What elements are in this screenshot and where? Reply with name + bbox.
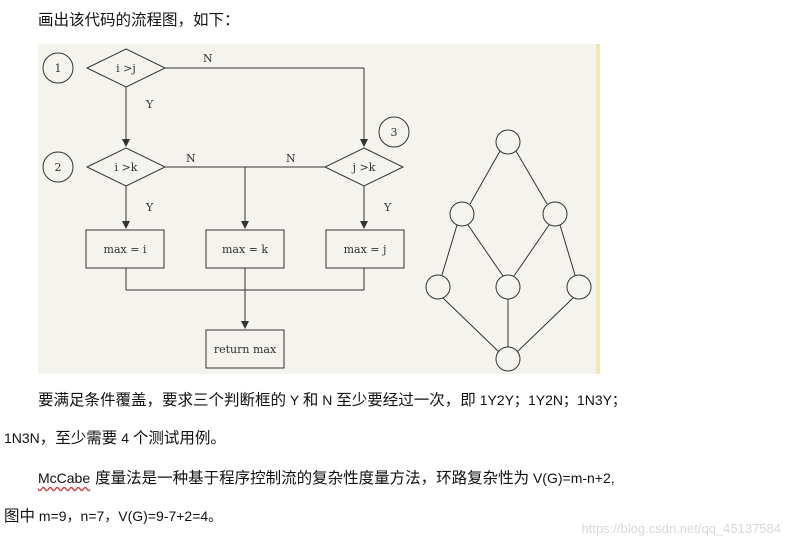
text-span: 1Y2Y；1Y2N；1N3Y； xyxy=(475,392,626,408)
graph-node-3 xyxy=(542,201,568,227)
return-box xyxy=(205,329,285,369)
text-span: 4 xyxy=(117,430,133,446)
graph-edge xyxy=(441,224,458,276)
edge-label-n-top: N xyxy=(203,52,213,65)
text-span: N xyxy=(318,392,337,408)
graph-node-7 xyxy=(495,346,521,372)
text-span: 至少要经过一次，即 xyxy=(336,391,476,409)
node-circle-1 xyxy=(42,52,74,84)
circle-label-3: 3 xyxy=(391,126,398,139)
box-label-2: max = k xyxy=(222,243,268,256)
circle-label-2: 2 xyxy=(55,161,62,174)
edge-label-n-2: N xyxy=(186,152,196,165)
figure-edge xyxy=(596,44,600,374)
text-span: m=9，n=7，V(G)=9-7+2=4。 xyxy=(35,508,223,524)
node-circle-3 xyxy=(378,116,410,148)
process-box-3 xyxy=(325,229,405,269)
graph-node-4 xyxy=(425,274,451,300)
graph-edge xyxy=(515,150,548,205)
text-span: 个测试用例。 xyxy=(132,429,226,447)
graph-node-1 xyxy=(495,129,521,155)
node-circle-2 xyxy=(42,151,74,183)
graph-node-5 xyxy=(495,274,521,300)
paragraph-2: McCabe 度量法是一种基于程序控制流的复杂性度量方法，环路复杂性为 V(G)… xyxy=(38,468,615,488)
box-label-1: max = i xyxy=(104,243,147,256)
edge-label-y-2: Y xyxy=(145,201,154,214)
text-span: 和 xyxy=(302,391,319,409)
graph-edge xyxy=(559,224,576,276)
text-span: 1N3N xyxy=(4,430,40,446)
text-span: 图中 xyxy=(4,507,36,525)
process-box-1 xyxy=(85,229,165,269)
text-span: ，至少需要 xyxy=(39,429,118,447)
paragraph-1-line-2: 1N3N，至少需要 4 个测试用例。 xyxy=(4,428,226,448)
graph-node-2 xyxy=(449,201,475,227)
graph-edge xyxy=(469,150,501,205)
graph-edge xyxy=(516,297,574,353)
graph-edge xyxy=(442,297,500,353)
edge-label-n-3: N xyxy=(286,152,296,165)
text-span: V(G)=m-n+2, xyxy=(529,470,615,486)
edge-label-y-1: Y xyxy=(145,98,154,111)
text-span: 要满足条件覆盖，要求三个判断框的 xyxy=(38,391,287,409)
edge-label-y-3: Y xyxy=(383,201,392,214)
text-span: McCabe xyxy=(38,470,91,486)
paragraph-1-line-1: 要满足条件覆盖，要求三个判断框的 Y 和 N 至少要经过一次，即 1Y2Y；1Y… xyxy=(38,390,626,410)
return-label: return max xyxy=(214,343,277,356)
decision-label-3: j >k xyxy=(351,161,376,174)
paragraph-3: 图中 m=9，n=7，V(G)=9-7+2=4。 xyxy=(4,506,222,526)
flowchart-svg: 1 2 3 i >j i >k j >k max = i max = k max… xyxy=(42,48,592,372)
graph-node-6 xyxy=(566,274,592,300)
flowchart-figure: 1 2 3 i >j i >k j >k max = i max = k max… xyxy=(38,44,600,374)
box-label-3: max = j xyxy=(344,243,387,256)
graph-edge xyxy=(513,224,550,277)
text-span: 度量法是一种基于程序控制流的复杂性度量方法，环路复杂性为 xyxy=(90,469,530,487)
text-span: Y xyxy=(286,392,303,408)
circle-label-1: 1 xyxy=(55,62,62,75)
watermark: https://blog.csdn.net/qq_45137584 xyxy=(581,521,782,536)
intro-text: 画出该代码的流程图，如下： xyxy=(38,11,240,29)
decision-label-1: i >j xyxy=(116,62,136,75)
graph-edge xyxy=(467,224,504,277)
decision-label-2: i >k xyxy=(115,161,138,174)
